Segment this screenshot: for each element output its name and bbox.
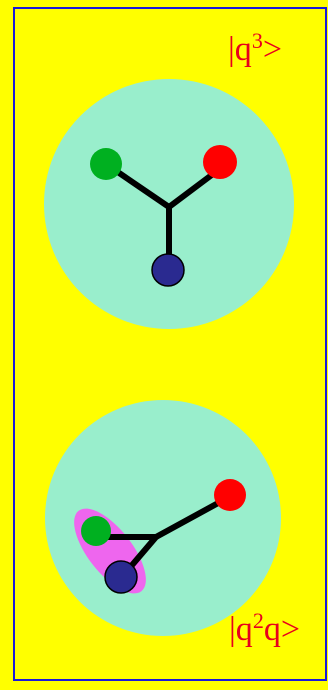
quark-blue bbox=[105, 561, 137, 593]
quark-red bbox=[214, 479, 246, 511]
quark-blue bbox=[152, 254, 184, 286]
label-q2q: |q2q> bbox=[229, 608, 300, 649]
quark-green bbox=[90, 148, 122, 180]
quark-green bbox=[81, 516, 111, 546]
quark-red bbox=[203, 145, 237, 179]
